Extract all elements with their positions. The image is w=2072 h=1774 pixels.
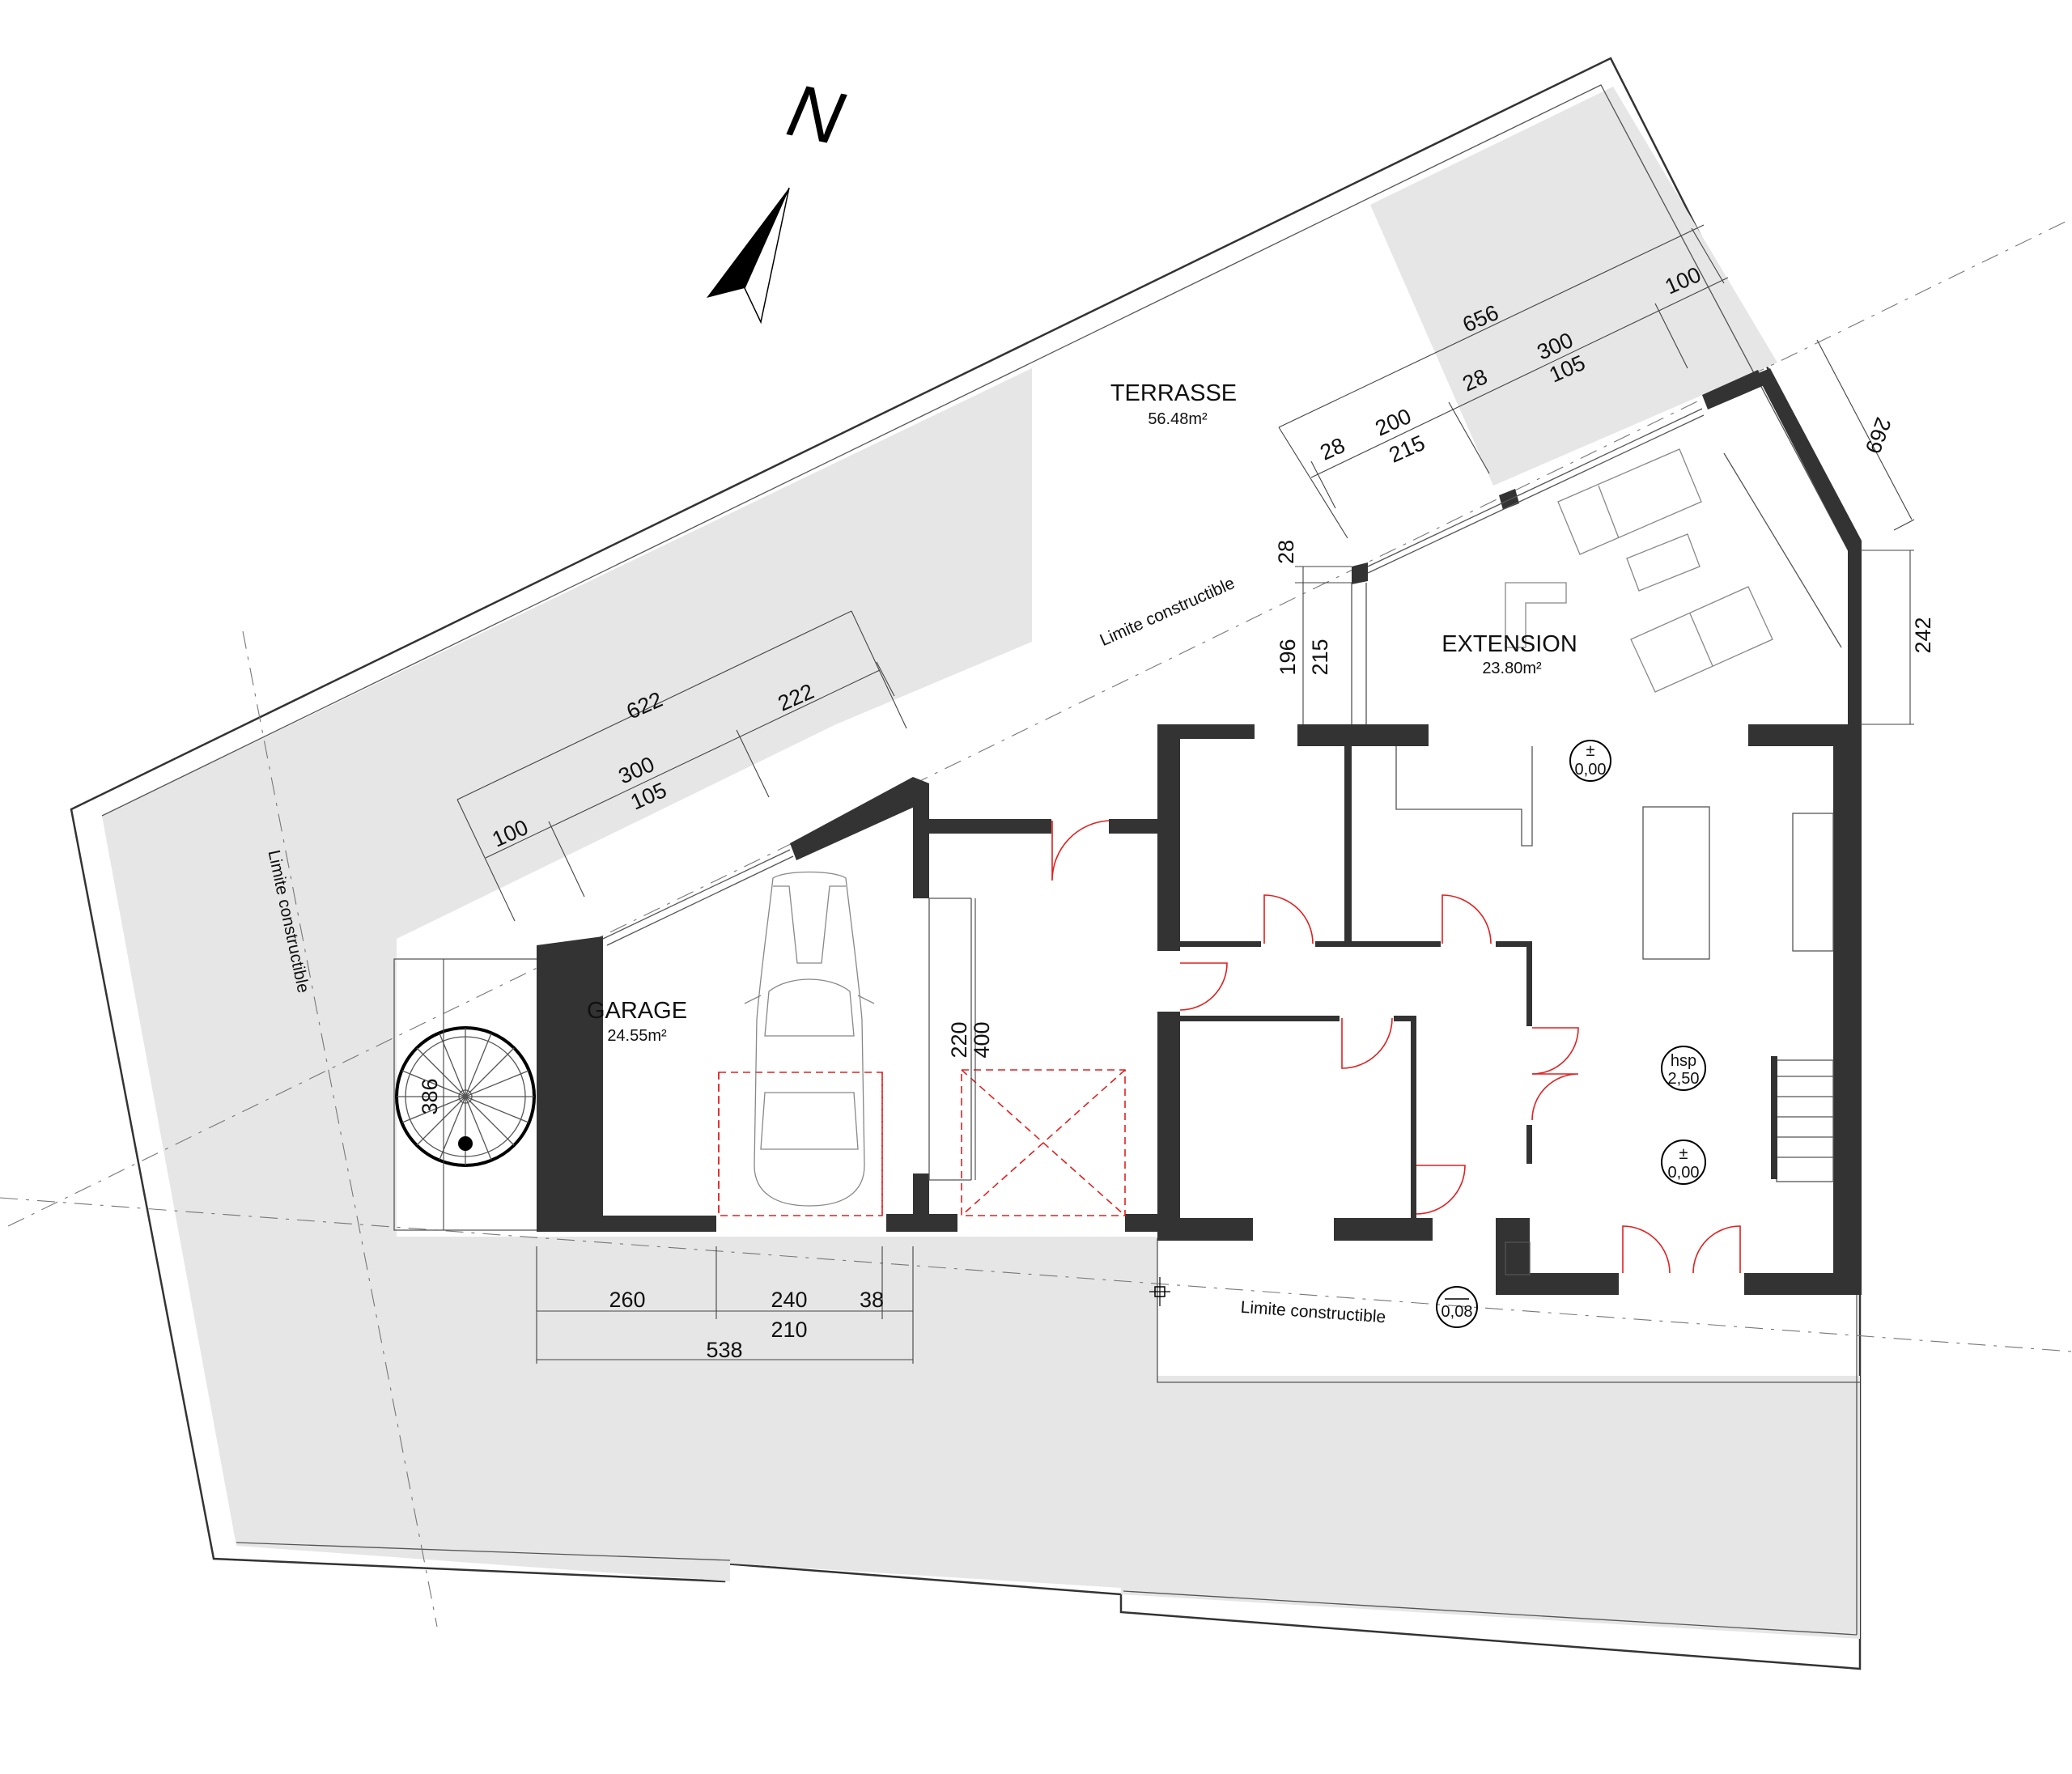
dim-label: 242 bbox=[1911, 617, 1935, 653]
dim-label: 260 bbox=[609, 1288, 645, 1312]
svg-text:0,00: 0,00 bbox=[1668, 1164, 1700, 1182]
svg-text:±: ± bbox=[1586, 742, 1595, 760]
dim-label: 220 bbox=[947, 1021, 971, 1058]
dim-label: 196 bbox=[1276, 639, 1300, 675]
car-icon bbox=[744, 871, 875, 1207]
level-marker: ± 0,00 bbox=[1661, 1140, 1706, 1185]
shaded-ground-area bbox=[102, 368, 1860, 1639]
dim-label: 210 bbox=[771, 1318, 807, 1342]
dim-label: 538 bbox=[706, 1338, 742, 1362]
svg-text:hsp: hsp bbox=[1671, 1052, 1696, 1070]
north-label: N bbox=[781, 69, 851, 161]
room-labels: TERRASSE 56.48m² EXTENSION 23.80m² GARAG… bbox=[587, 380, 1577, 1045]
extension-title: EXTENSION bbox=[1441, 631, 1577, 657]
garage-block bbox=[393, 777, 1157, 1232]
dim-label: 28 bbox=[1274, 540, 1298, 564]
exterior-level-marker: 0,08 bbox=[1436, 1286, 1478, 1328]
dim-label: 269 bbox=[1861, 414, 1896, 457]
terrasse-area: 56.48m² bbox=[1148, 410, 1208, 428]
dim-label: 400 bbox=[970, 1021, 994, 1058]
svg-text:0,08: 0,08 bbox=[1441, 1303, 1473, 1321]
survey-point-icon bbox=[1149, 1277, 1170, 1306]
terrasse-title: TERRASSE bbox=[1110, 380, 1237, 406]
garage-title: GARAGE bbox=[587, 998, 687, 1024]
dim-label: 38 bbox=[860, 1288, 884, 1312]
dim-label: 386 bbox=[418, 1078, 442, 1114]
north-arrow: N bbox=[707, 69, 851, 325]
svg-text:±: ± bbox=[1679, 1145, 1688, 1163]
hsp-marker: hsp 2,50 bbox=[1661, 1046, 1706, 1091]
sofa-icon bbox=[1505, 448, 1773, 693]
level-markers: ± 0,00 hsp 2,50 ± 0,00 0,08 bbox=[1149, 740, 1706, 1328]
dim-label: 240 bbox=[771, 1288, 807, 1312]
svg-text:0,00: 0,00 bbox=[1575, 761, 1607, 779]
spiral-stair-icon bbox=[395, 1026, 536, 1167]
dimension-lines bbox=[443, 224, 1915, 1364]
garage-area: 24.55m² bbox=[607, 1027, 667, 1045]
svg-text:2,50: 2,50 bbox=[1668, 1070, 1700, 1088]
extension-area: 23.80m² bbox=[1482, 660, 1542, 677]
shaded-terrace-area bbox=[1370, 87, 1777, 486]
level-marker: ± 0,00 bbox=[1569, 740, 1611, 782]
site-parcel bbox=[70, 57, 1862, 1670]
dim-label: 215 bbox=[1308, 639, 1332, 675]
house-block bbox=[1157, 368, 1862, 1295]
